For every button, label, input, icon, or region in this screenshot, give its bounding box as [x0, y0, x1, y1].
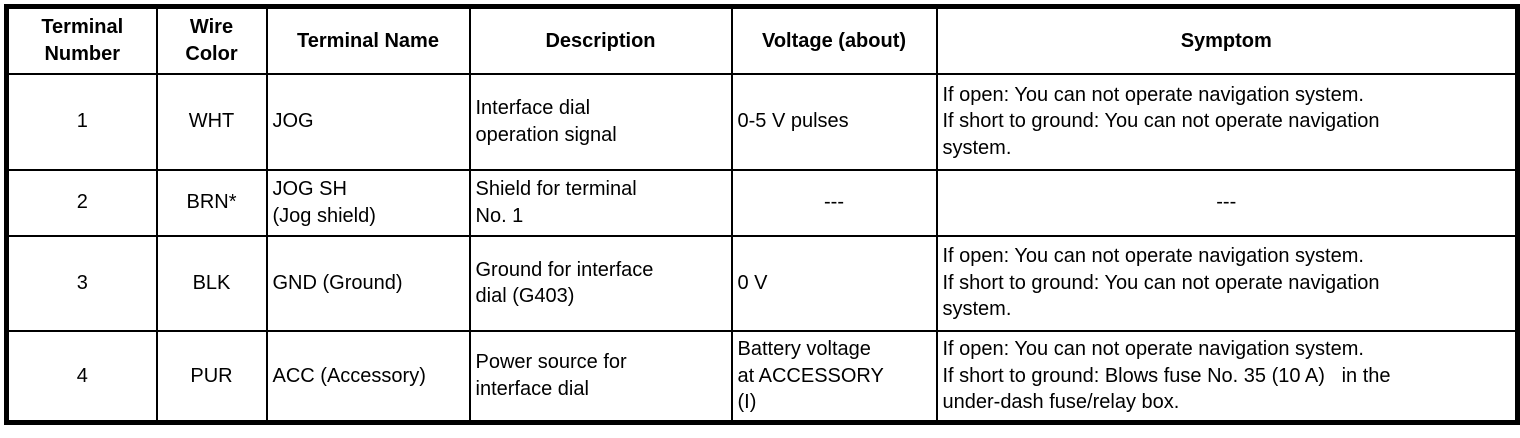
cell-wire-color: BRN*: [155, 168, 268, 237]
cell-terminal-name: JOG: [265, 72, 471, 171]
header-wire-color: Wire Color: [155, 5, 268, 75]
cell-voltage: 0-5 V pulses: [730, 72, 938, 171]
header-voltage: Voltage (about): [730, 5, 938, 75]
header-symptom: Symptom: [935, 5, 1519, 75]
cell-terminal-number: 2: [5, 168, 158, 237]
cell-wire-color: PUR: [155, 329, 268, 424]
cell-voltage: 0 V: [730, 234, 938, 332]
cell-voltage: Battery voltage at ACCESSORY (I): [730, 329, 938, 424]
table-header-row: Terminal Number Wire Color Terminal Name…: [5, 5, 1519, 75]
cell-symptom: If open: You can not operate navigation …: [935, 329, 1519, 424]
table-row: 3 BLK GND (Ground) Ground for interface …: [5, 234, 1519, 332]
cell-wire-color: BLK: [155, 234, 268, 332]
cell-terminal-name: GND (Ground): [265, 234, 471, 332]
header-terminal-number: Terminal Number: [5, 5, 158, 75]
table-row: 4 PUR ACC (Accessory) Power source for i…: [5, 329, 1519, 424]
cell-terminal-name: JOG SH (Jog shield): [265, 168, 471, 237]
cell-symptom: If open: You can not operate navigation …: [935, 72, 1519, 171]
cell-description: Interface dial operation signal: [468, 72, 733, 171]
terminal-connector-table: Terminal Number Wire Color Terminal Name…: [4, 4, 1520, 425]
cell-wire-color: WHT: [155, 72, 268, 171]
cell-terminal-number: 4: [5, 329, 158, 424]
cell-description: Power source for interface dial: [468, 329, 733, 424]
cell-description: Shield for terminal No. 1: [468, 168, 733, 237]
cell-description: Ground for interface dial (G403): [468, 234, 733, 332]
cell-terminal-number: 3: [5, 234, 158, 332]
header-terminal-name: Terminal Name: [265, 5, 471, 75]
cell-symptom: If open: You can not operate navigation …: [935, 234, 1519, 332]
cell-terminal-number: 1: [5, 72, 158, 171]
cell-voltage: ---: [730, 168, 938, 237]
cell-terminal-name: ACC (Accessory): [265, 329, 471, 424]
header-description: Description: [468, 5, 733, 75]
table-row: 1 WHT JOG Interface dial operation signa…: [5, 72, 1519, 171]
cell-symptom: ---: [935, 168, 1519, 237]
table-row: 2 BRN* JOG SH (Jog shield) Shield for te…: [5, 168, 1519, 237]
